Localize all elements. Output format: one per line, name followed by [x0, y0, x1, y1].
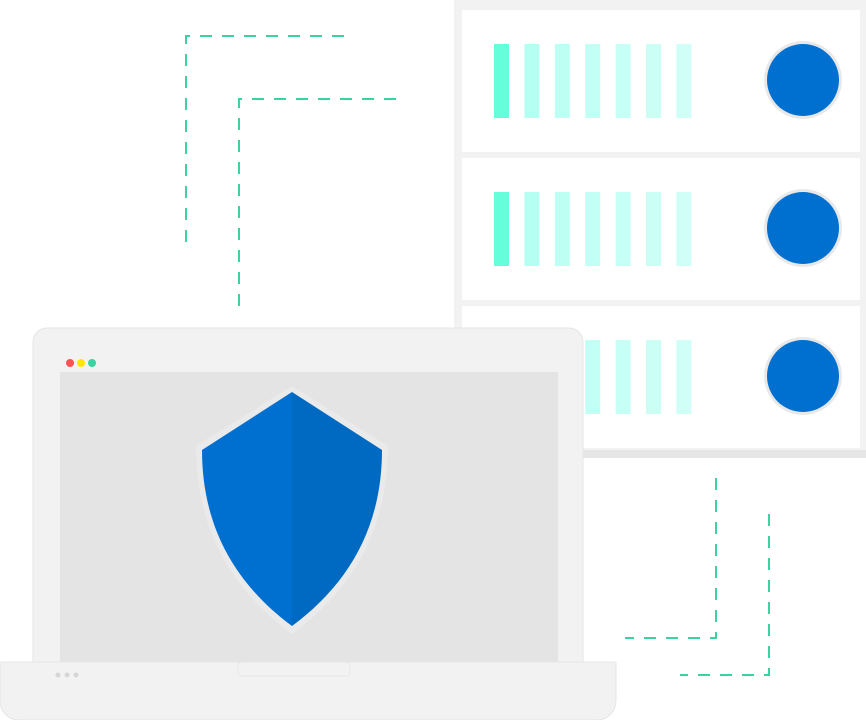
red-dot [66, 359, 74, 367]
server-unit-bar [676, 192, 692, 266]
server-unit [462, 158, 860, 300]
server-unit-bar [676, 44, 692, 118]
server-unit-bar [615, 44, 631, 118]
server-unit-bar [524, 44, 540, 118]
server-unit-bar [676, 340, 692, 414]
server-unit-bar [494, 192, 509, 266]
server-unit-bar [646, 44, 661, 118]
server-unit-bar [585, 340, 601, 414]
shield-left-half [202, 392, 292, 626]
shield-icon [196, 386, 388, 634]
server-unit-bar [554, 192, 570, 266]
server-unit-bar [646, 192, 661, 266]
laptop [0, 327, 617, 720]
yellow-dot [77, 359, 85, 367]
server-unit-bar [585, 192, 601, 266]
dashed-connector-top-mid [238, 98, 404, 306]
dashed-connector-top-left [185, 35, 352, 242]
status-light [767, 44, 839, 116]
server-unit [462, 10, 860, 152]
server-unit-bar [585, 44, 601, 118]
dashed-connector-bottom-1 [625, 478, 717, 639]
base-dot [64, 672, 70, 678]
server-unit-bar [615, 340, 631, 414]
base-dot [73, 672, 79, 678]
dashed-connectors [185, 35, 770, 676]
server-unit-bar [494, 44, 509, 118]
server-unit-bar [615, 192, 631, 266]
dashed-connector-bottom-2 [680, 514, 770, 676]
browser-titlebar [60, 356, 558, 372]
shield-right-half [292, 392, 382, 626]
base-dot [55, 672, 61, 678]
laptop-base [0, 661, 617, 720]
server-unit-bar [524, 192, 540, 266]
green-dot [88, 359, 96, 367]
server-unit-bar [646, 340, 661, 414]
status-light [767, 192, 839, 264]
laptop-hinge-notch [237, 661, 351, 677]
server-unit-bar [554, 44, 570, 118]
status-light [767, 340, 839, 412]
